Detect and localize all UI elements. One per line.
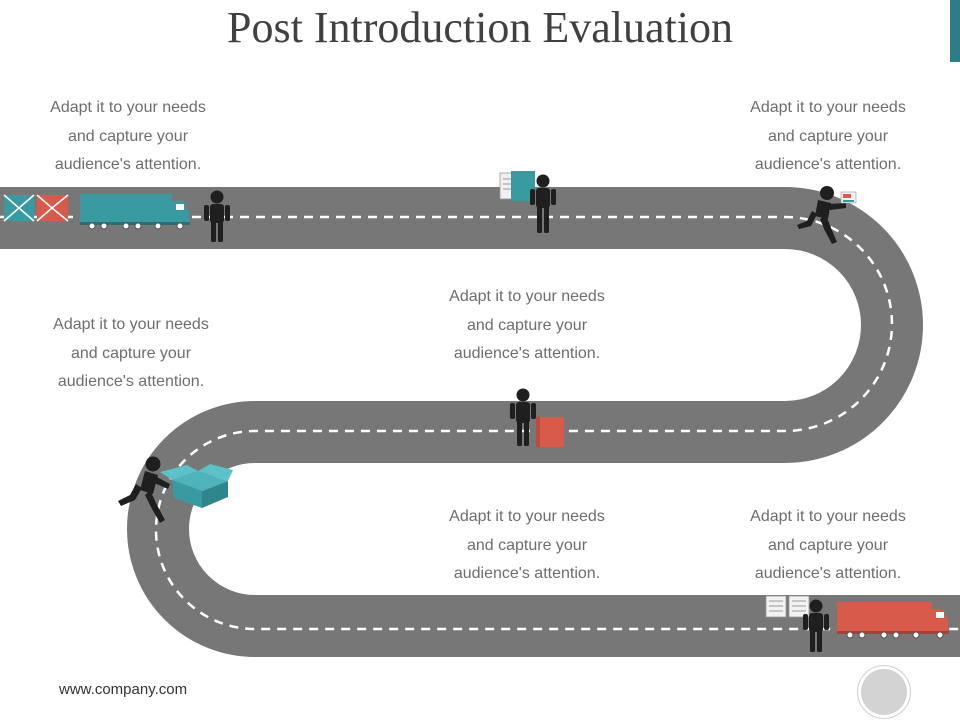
footer-url: www.company.com xyxy=(59,681,188,698)
flag-icon xyxy=(840,191,857,204)
envelope-teal-icon xyxy=(3,194,35,222)
document-icon xyxy=(765,595,810,618)
road-lane-marking xyxy=(0,215,960,631)
document-icon xyxy=(499,171,535,201)
person-icon xyxy=(204,190,230,242)
page-title: Post Introduction Evaluation xyxy=(227,3,733,52)
truck-teal-icon xyxy=(80,194,190,230)
running-person-icon xyxy=(797,186,846,244)
open-box-icon xyxy=(160,464,233,508)
corner-accent-bar xyxy=(950,0,960,62)
person-icon xyxy=(803,599,829,652)
person-icon xyxy=(530,174,556,233)
package-red-icon xyxy=(536,417,564,447)
envelope-red-icon xyxy=(36,194,69,222)
slide-number-circle xyxy=(858,666,910,718)
running-person-icon xyxy=(118,456,170,523)
truck-red-icon xyxy=(837,602,949,639)
person-icon xyxy=(510,388,536,446)
